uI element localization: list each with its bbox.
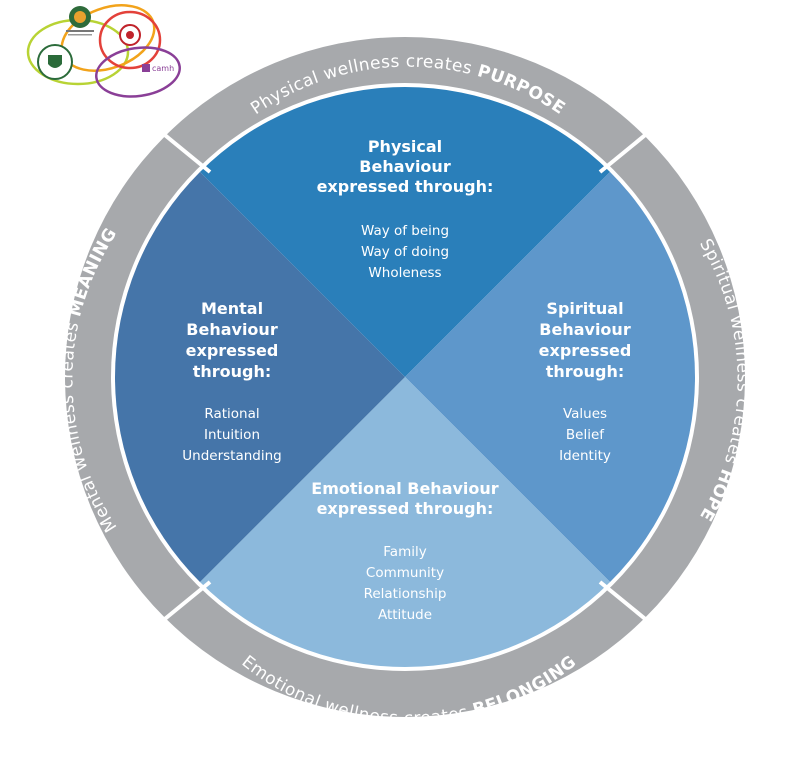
physical-item: Way of being (361, 223, 449, 239)
physical-title-3: expressed through: (317, 177, 494, 196)
physical-title-1: Physical (368, 137, 442, 156)
mental-title-2: Behaviour (186, 320, 278, 339)
emotional-text-block: Emotional Behaviour expressed through: F… (311, 479, 498, 623)
spiritual-item: Identity (559, 448, 611, 464)
foundation-text-line (68, 34, 92, 36)
partner-logos: camh (26, 4, 181, 98)
camh-logo-text: camh (152, 64, 174, 73)
logo-ring-red (98, 10, 162, 70)
physical-title-2: Behaviour (359, 157, 451, 176)
emotional-item: Community (366, 565, 444, 581)
emotional-title-1: Emotional Behaviour (311, 479, 498, 498)
camh-logo-icon (142, 64, 150, 72)
emotional-title-2: expressed through: (317, 499, 494, 518)
spiritual-title-2: Behaviour (539, 320, 631, 339)
mental-item: Understanding (182, 448, 281, 464)
mental-item: Intuition (204, 427, 260, 443)
logo-ring-purple (95, 46, 181, 98)
foundation-text-line (66, 30, 94, 32)
mental-item: Rational (204, 406, 259, 422)
emotional-item: Relationship (364, 586, 447, 602)
emotional-item: Attitude (378, 607, 432, 623)
ring-dividers (153, 125, 657, 629)
spiritual-title-4: through: (546, 362, 625, 381)
university-shield-icon (48, 55, 62, 68)
spiritual-title-1: Spiritual (546, 299, 623, 318)
mental-text-block: Mental Behaviour expressed through: Rati… (182, 299, 281, 464)
emotional-item: Family (383, 544, 426, 560)
physical-item: Way of doing (361, 244, 449, 260)
red-emblem-core (126, 31, 134, 39)
physical-item: Wholeness (368, 265, 441, 281)
physical-text-block: Physical Behaviour expressed through: Wa… (317, 137, 494, 281)
spiritual-item: Belief (566, 427, 605, 443)
mental-title-4: through: (193, 362, 272, 381)
spiritual-title-3: expressed (539, 341, 632, 360)
spiritual-text-block: Spiritual Behaviour expressed through: V… (539, 299, 632, 464)
foundation-emblem-core (74, 11, 86, 23)
spiritual-item: Values (563, 406, 607, 422)
mental-title-3: expressed (186, 341, 279, 360)
mental-title-1: Mental (201, 299, 263, 318)
